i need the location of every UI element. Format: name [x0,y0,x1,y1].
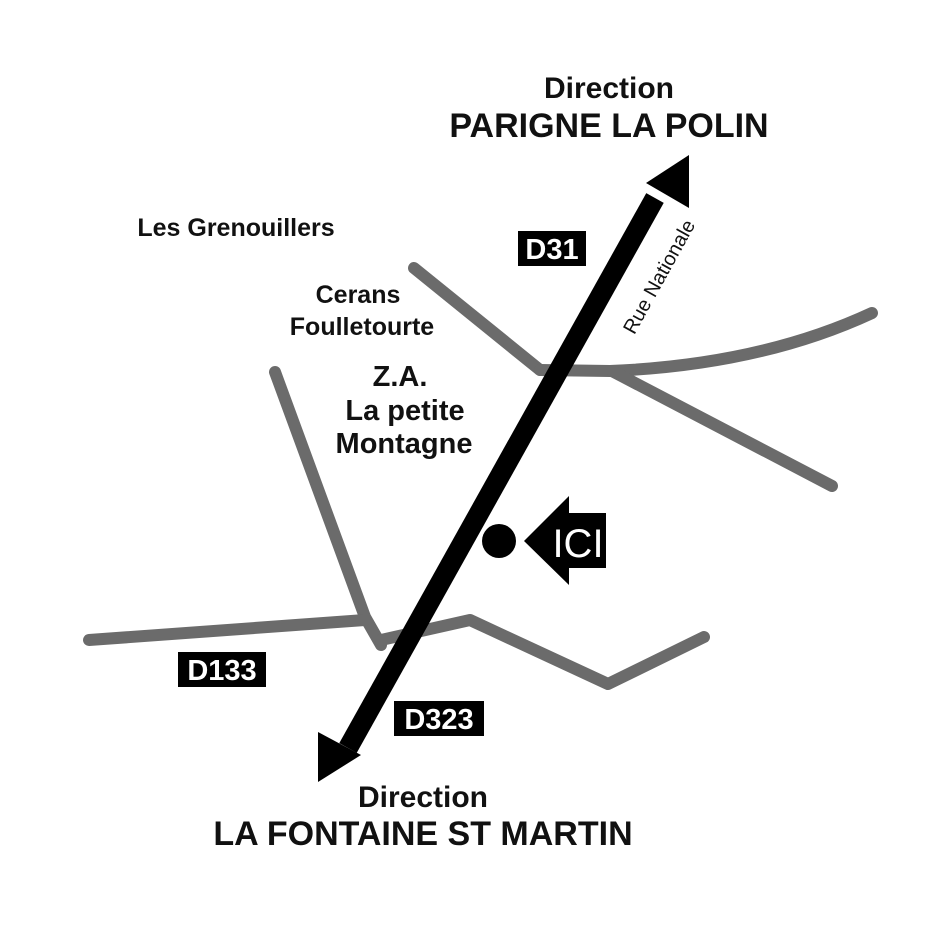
main-road-shaft [339,193,664,753]
arrow-south-icon [318,732,361,782]
location-dot-icon [482,524,516,558]
place-cerans-line2: Foulletourte [290,313,435,341]
direction-north-prefix: Direction [544,72,674,105]
arrow-north-icon [646,155,689,208]
za-line2: La petite [345,395,464,427]
badge-d323-box [394,701,484,736]
direction-south-prefix: Direction [358,781,488,814]
za-line3: Montagne [336,428,473,460]
za-line1: Z.A. [373,361,428,393]
badge-d133: D133 [178,652,266,687]
direction-north-town: PARIGNE LA POLIN [449,107,768,145]
badge-d323: D323 [394,701,484,736]
badge-d31: D31 [518,231,586,266]
minor-roads [83,262,878,690]
road-d133 [83,614,371,646]
badge-d323-label: D323 [404,704,473,736]
main-road [318,155,689,782]
road-east-branch [606,365,838,492]
place-cerans-line1: Cerans [316,281,401,309]
badge-d31-box [518,231,586,266]
direction-south-town: LA FONTAINE ST MARTIN [213,815,632,853]
road-north-west-branch [408,262,546,376]
badge-d31-label: D31 [525,234,578,266]
badge-d133-box [178,652,266,687]
road-east-curve [534,307,878,377]
arrow-left-icon [524,496,606,585]
ici-marker: ICI [482,496,606,585]
ici-label: ICI [552,522,603,566]
place-les-grenouillers: Les Grenouillers [137,214,334,242]
road-south-east [375,614,710,690]
badge-d133-label: D133 [187,655,256,687]
